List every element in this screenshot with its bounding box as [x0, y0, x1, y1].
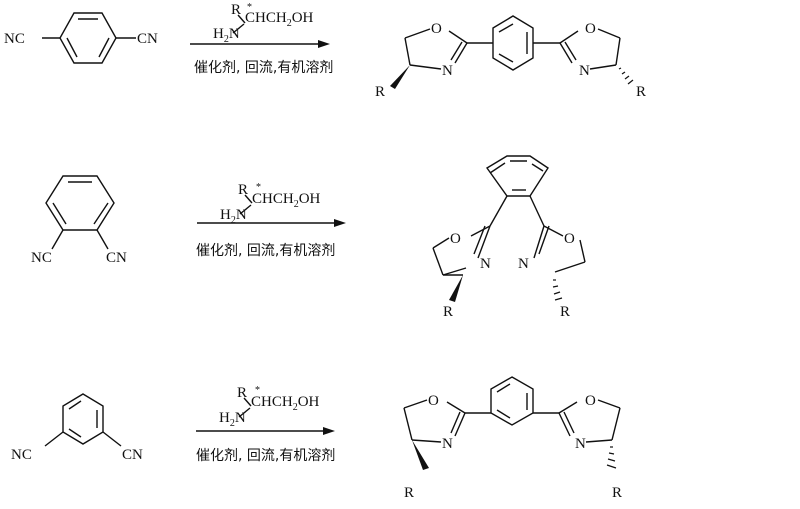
reaction-arrow-1: R * CHCH2OH H2N 催化剂, 回流,有机溶剂 — [190, 2, 333, 76]
conditions-text: 催化剂, 回流,有机溶剂 — [194, 60, 333, 76]
reaction-1: NC CN R * CHCH2OH H2N 催化剂, 回流,有机溶剂 — [4, 2, 646, 100]
o-atom: O — [585, 21, 596, 37]
reagent-star: * — [256, 182, 261, 193]
cn-label: CN — [137, 31, 158, 47]
nc-label: NC — [4, 31, 25, 47]
reagent-chain: CHCH2OH — [252, 191, 321, 210]
reagent-r: R — [237, 385, 247, 401]
reaction-arrow-3: R * CHCH2OH H2N 催化剂, 回流,有机溶剂 — [196, 385, 335, 464]
n-atom: N — [575, 436, 586, 452]
conditions-text: 催化剂, 回流,有机溶剂 — [196, 448, 335, 464]
reagent-r: R — [231, 2, 241, 18]
reaction-3: NC CN R * CHCH2OH H2N 催化剂, 回流,有机溶剂 — [11, 376, 622, 501]
cn-label: CN — [106, 250, 127, 266]
n-atom: N — [442, 436, 453, 452]
reagent-chain: CHCH2OH — [245, 10, 314, 29]
r-group: R — [636, 84, 646, 100]
reagent-amine: H2N — [220, 207, 247, 226]
reagent-amine: H2N — [213, 26, 240, 45]
ortho-dicyanobenzene: NC CN — [31, 175, 127, 266]
n-atom: N — [579, 63, 590, 79]
r-group: R — [612, 485, 622, 501]
o-atom: O — [428, 393, 439, 409]
cn-label: CN — [122, 447, 143, 463]
reaction-arrow-2: R * CHCH2OH H2N 催化剂, 回流,有机溶剂 — [196, 182, 346, 259]
r-group: R — [404, 485, 414, 501]
n-atom: N — [480, 256, 491, 272]
reagent-amine: H2N — [219, 410, 246, 429]
r-group: R — [375, 84, 385, 100]
ortho-bis-oxazoline-product: O N R O N R — [432, 155, 586, 320]
reagent-chain: CHCH2OH — [251, 394, 320, 413]
n-atom: N — [518, 256, 529, 272]
r-group: R — [560, 304, 570, 320]
r-group: R — [443, 304, 453, 320]
o-atom: O — [585, 393, 596, 409]
meta-bis-oxazoline-product: O N R O N R — [403, 376, 622, 501]
nc-label: NC — [11, 447, 32, 463]
n-atom: N — [442, 63, 453, 79]
nc-label: NC — [31, 250, 52, 266]
reaction-2: NC CN R * CHCH2OH H2N 催化剂, 回流,有机溶剂 — [31, 155, 586, 320]
o-atom: O — [564, 231, 575, 247]
meta-dicyanobenzene: NC CN — [11, 393, 143, 463]
para-dicyanobenzene: NC CN — [4, 12, 158, 64]
reagent-star: * — [247, 2, 252, 13]
o-atom: O — [431, 21, 442, 37]
conditions-text: 催化剂, 回流,有机溶剂 — [196, 243, 335, 259]
reagent-star: * — [255, 385, 260, 396]
o-atom: O — [450, 231, 461, 247]
reagent-r: R — [238, 182, 248, 198]
para-bis-oxazoline-product: O N R O N R — [375, 15, 646, 100]
